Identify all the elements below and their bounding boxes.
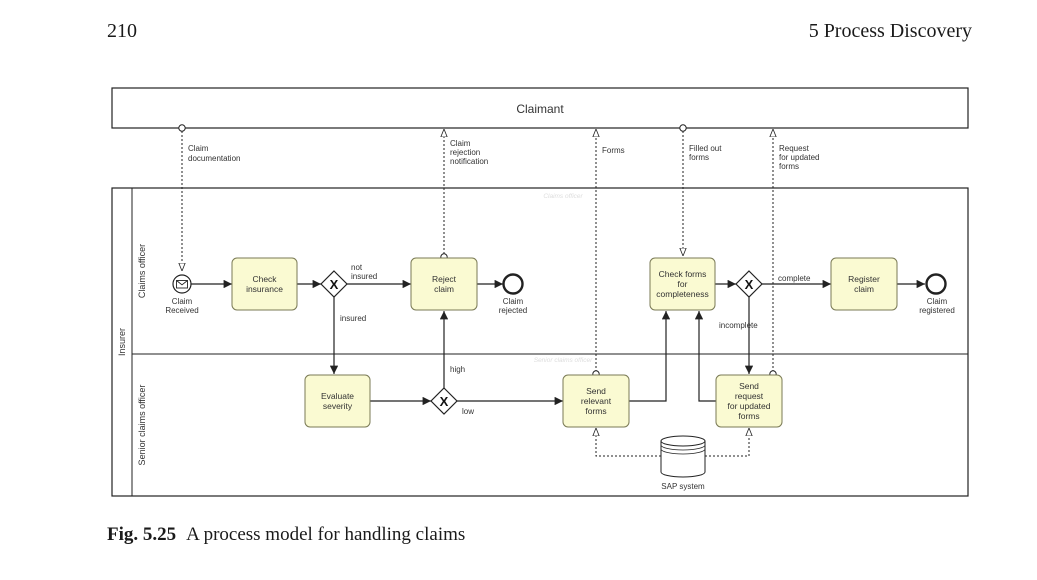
chapter-title: 5 Process Discovery — [808, 20, 972, 42]
page-number: 210 — [107, 20, 137, 42]
database-icon — [660, 435, 706, 478]
task-register-claim — [830, 257, 898, 311]
end-event-claim-rejected — [502, 273, 524, 295]
figure-caption-text: A process model for handling claims — [186, 524, 466, 545]
figure-caption-label: Fig. 5.25 — [107, 524, 177, 545]
claims-officer-watermark: Claims officer — [543, 193, 583, 200]
flow-label-high: high — [450, 365, 465, 374]
figure-caption: Fig. 5.25 A process model for handling cl… — [107, 524, 465, 546]
data-association-send-request — [705, 428, 749, 457]
senior-claims-officer-lane-label: Senior claims officer — [137, 385, 147, 466]
svg-text:X: X — [745, 277, 754, 292]
message-source-filled-out-forms — [679, 124, 687, 132]
task-check-insurance — [231, 257, 298, 311]
data-association-send-relevant-forms — [596, 428, 661, 457]
task-send-request-updated-forms — [715, 374, 783, 428]
end-event-claim-registered — [925, 273, 947, 295]
flow-label-low: low — [462, 407, 474, 416]
flow-send-request-to-check — [694, 311, 716, 402]
data-store-label: SAP system — [661, 482, 705, 491]
senior-claims-officer-watermark: Senior claims officer — [534, 357, 593, 364]
svg-text:X: X — [440, 394, 449, 409]
claims-officer-lane-label: Claims officer — [137, 244, 147, 298]
task-evaluate-severity — [304, 374, 371, 428]
svg-text:X: X — [330, 277, 339, 292]
flow-label-incomplete: incomplete — [719, 321, 758, 330]
task-check-forms-completeness — [649, 257, 716, 311]
flow-send-forms-to-check — [629, 311, 671, 402]
gateway-insured: X — [320, 270, 348, 298]
start-event-claim-received — [172, 274, 192, 294]
task-send-relevant-forms — [562, 374, 630, 428]
claimant-pool — [111, 87, 969, 129]
insurer-pool — [111, 187, 969, 497]
flow-label-insured: insured — [340, 314, 366, 323]
message-source-claim-documentation — [178, 124, 186, 132]
envelope-icon — [176, 280, 188, 289]
message-label-forms: Forms — [602, 146, 625, 155]
gateway-severity: X — [430, 387, 458, 415]
gateway-completeness: X — [735, 270, 763, 298]
flow-label-complete: complete — [778, 274, 811, 283]
insurer-pool-label: Insurer — [117, 328, 127, 356]
claimant-pool-label: Claimant — [516, 102, 564, 116]
task-reject-claim — [410, 257, 478, 311]
